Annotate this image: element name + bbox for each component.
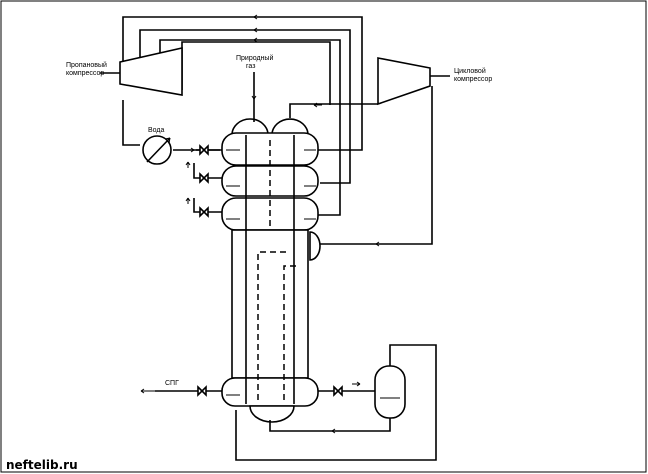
lng-label: СПГ bbox=[165, 380, 179, 387]
main-heat-exchanger bbox=[221, 118, 321, 423]
lng-outlet bbox=[155, 385, 222, 397]
water-cooler bbox=[142, 135, 172, 165]
natural-gas-label-2: газ bbox=[246, 63, 255, 70]
separator-vessel bbox=[235, 344, 437, 461]
flow-arrows bbox=[140, 14, 384, 434]
cycle-compressor-label-1: Цикловой bbox=[454, 67, 486, 75]
water-label: Вода bbox=[148, 127, 164, 134]
cycle-compressor-label-2: компрессор bbox=[454, 76, 492, 83]
cycle-compressor bbox=[289, 57, 450, 245]
inlet-valves bbox=[193, 144, 222, 218]
propane-compressor bbox=[100, 46, 183, 96]
natural-gas-label-1: Природный bbox=[236, 54, 273, 62]
propane-compressor-label-2: компрессор bbox=[66, 70, 104, 77]
propane-compressor-label-1: Пропановый bbox=[66, 61, 107, 69]
watermark: neftelib.ru bbox=[6, 458, 78, 472]
